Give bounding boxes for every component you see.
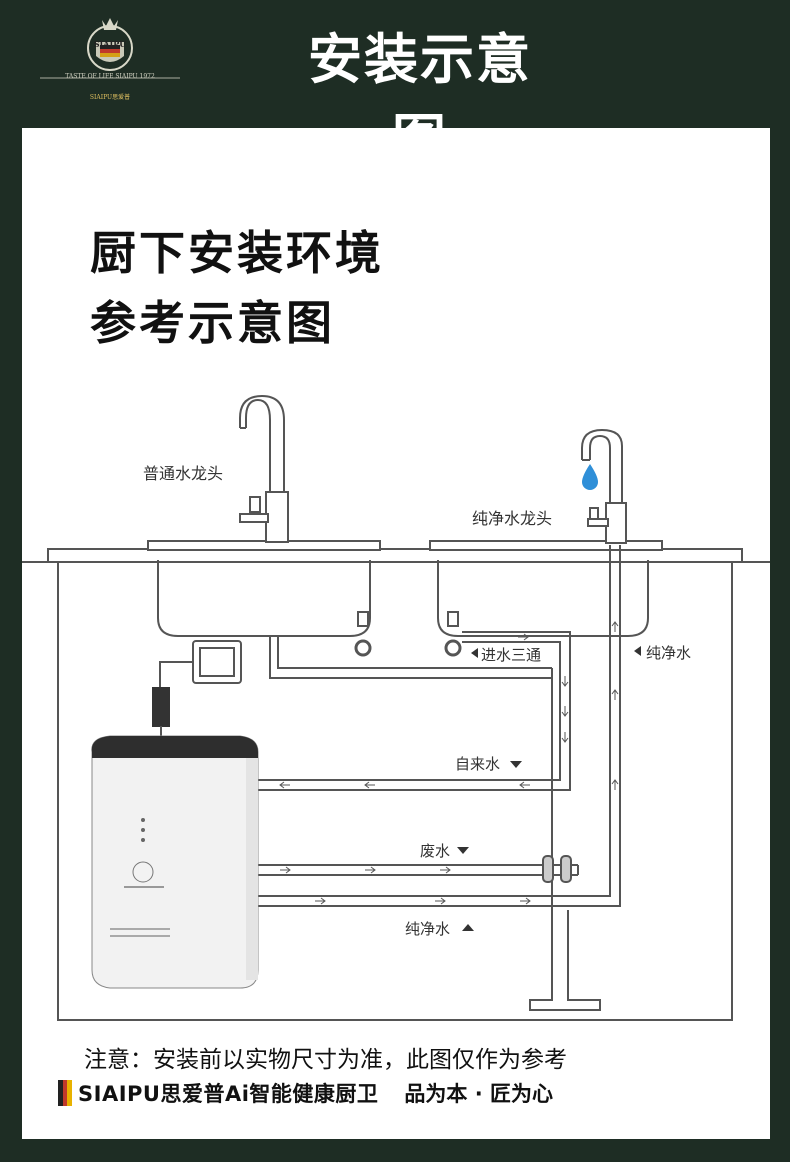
- label-tap-water: 自来水: [455, 755, 501, 773]
- label-regular-faucet: 普通水龙头: [143, 464, 224, 483]
- flag-icon: [58, 1080, 73, 1106]
- brand-text: SIAIPU思爱普Ai智能健康厨卫: [78, 1082, 379, 1106]
- installation-note: 注意：安装前以实物尺寸为准，此图仅作为参考: [84, 1047, 567, 1073]
- logo-brand: SIAIPU: [93, 39, 127, 49]
- brand-logo: SIAIPU TASTE OF LIFE SIAIPU 1972 SIAIPU思…: [40, 14, 180, 109]
- label-pure-water-right: 纯净水: [646, 644, 692, 662]
- label-pure-faucet: 纯净水龙头: [472, 509, 553, 528]
- logo-tagline: TASTE OF LIFE SIAIPU 1972: [65, 73, 155, 80]
- label-pure-water-bottom: 纯净水: [405, 920, 451, 938]
- footer-brand: SIAIPU思爱普Ai智能健康厨卫 品为本 · 匠为心: [58, 1078, 553, 1108]
- water-drop-icon: [582, 464, 598, 490]
- logo-sub: SIAIPU思爱普: [89, 94, 131, 101]
- main-title-line2: 参考示意图: [90, 296, 335, 350]
- purifier-unit: [91, 735, 259, 989]
- main-title-line1: 厨下安装环境: [90, 226, 384, 280]
- brand-slogan: 品为本 · 匠为心: [404, 1082, 554, 1106]
- label-inlet-tee: 进水三通: [481, 646, 542, 664]
- crest-icon: [40, 18, 180, 79]
- label-waste-water: 废水: [420, 842, 451, 860]
